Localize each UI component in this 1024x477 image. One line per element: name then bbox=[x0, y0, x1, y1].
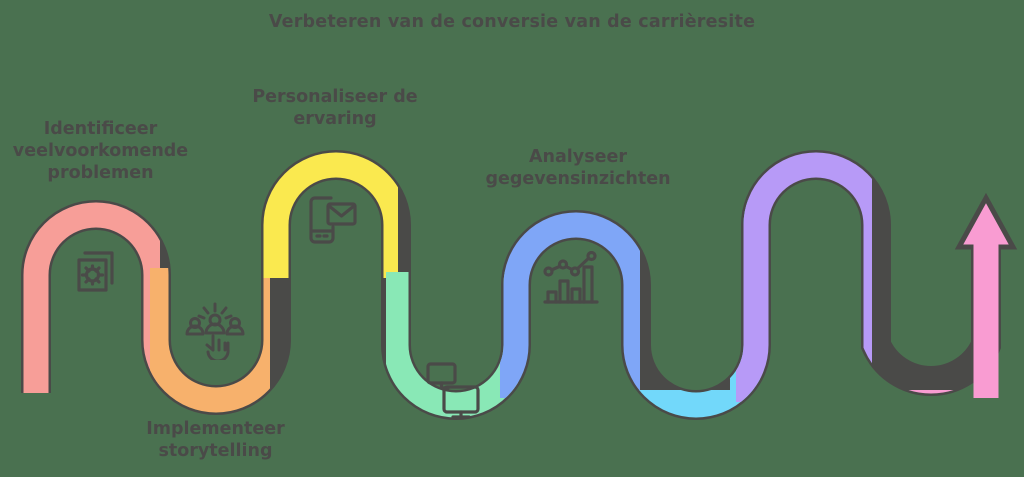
step-label-1-line-2: veelvoorkomende bbox=[12, 141, 189, 162]
step-label-2: Implementeer storytelling bbox=[128, 418, 303, 462]
mobile-email-icon bbox=[304, 192, 360, 250]
segment-purple bbox=[736, 152, 872, 402]
devices-icon bbox=[424, 358, 484, 420]
step-label-5-line-2: gegevensinzichten bbox=[485, 169, 671, 190]
step-label-1: Identificeer veelvoorkomende problemen bbox=[8, 118, 193, 185]
arrow-joint bbox=[973, 240, 999, 250]
step-label-1-line-1: Identificeer bbox=[43, 119, 158, 139]
step-label-3: Personaliseer de ervaring bbox=[240, 86, 430, 130]
people-idea-icon bbox=[184, 300, 246, 360]
step-label-1-line-3: problemen bbox=[47, 163, 154, 184]
step-label-2-line-2: storytelling bbox=[158, 441, 273, 462]
bar-chart-trend-icon bbox=[541, 251, 601, 311]
page-title: Verbeteren van de conversie van de carri… bbox=[268, 12, 756, 32]
step-label-2-line-1: Implementeer bbox=[146, 419, 285, 439]
segment-periwinkle bbox=[500, 212, 640, 398]
step-label-3-line-1: Personaliseer de bbox=[252, 87, 418, 107]
documents-bug-icon bbox=[66, 245, 120, 299]
step-label-3-line-2: ervaring bbox=[293, 109, 377, 130]
step-label-5: Analyseer gegevensinzichten bbox=[478, 146, 678, 190]
segment-orange bbox=[150, 268, 270, 413]
step-label-5-line-1: Analyseer bbox=[528, 147, 627, 167]
arrow-up-icon bbox=[954, 192, 1018, 250]
